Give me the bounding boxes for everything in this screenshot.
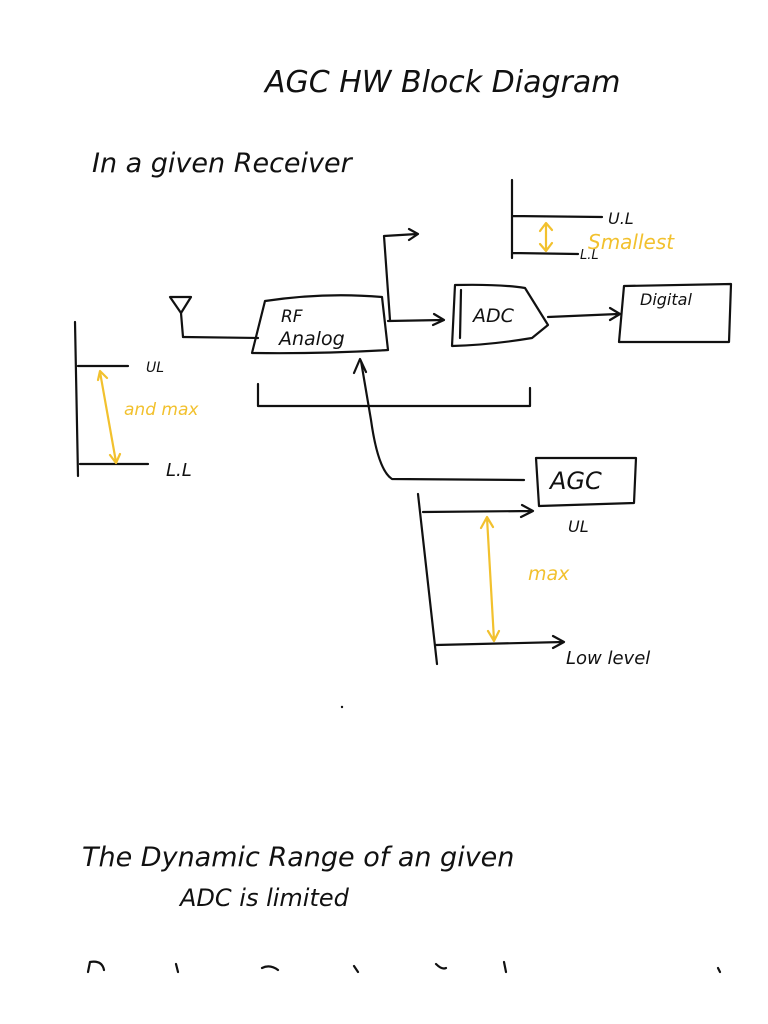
digital-block [617, 282, 733, 344]
top-right-upper-label: U.L [608, 209, 634, 228]
left-span-label: and max [124, 400, 199, 420]
agc-block [534, 456, 638, 508]
bottom-lower-label: Low level [566, 648, 650, 669]
top-right-level-graph [510, 178, 604, 260]
agc-label: AGC [548, 467, 602, 495]
adc-to-digital-link [546, 306, 622, 322]
digital-label: Digital [640, 290, 692, 309]
left-lower-label: L.L [166, 460, 192, 481]
rf-analog-block [250, 294, 390, 355]
rf-branch-up-arrow [382, 227, 420, 322]
diagram-title: AGC HW Block Diagram [263, 65, 621, 100]
feedback-bracket [256, 382, 532, 408]
rf-analog-label-line2: Analog [277, 328, 345, 350]
antenna-to-rf-wire [181, 335, 260, 340]
bottom-upper-label: UL [568, 517, 589, 536]
top-right-span-label: Smallest [588, 230, 675, 254]
footer-line-1: The Dynamic Range of an given [82, 842, 514, 873]
bottom-level-graph [416, 492, 566, 666]
rf-to-adc-arrow [386, 312, 446, 327]
adc-block [450, 283, 550, 348]
left-upper-label: UL [146, 360, 164, 376]
adc-label: ADC [471, 305, 515, 327]
antenna-icon [168, 295, 193, 339]
bottom-span-label: max [528, 563, 570, 585]
intro-text: In a given Receiver [92, 148, 354, 179]
agc-to-rf-feedback-arrow [352, 357, 526, 482]
left-level-graph [73, 320, 150, 478]
rf-analog-label-line1: RF [281, 307, 303, 327]
footer-line-2: ADC is limited [178, 884, 350, 912]
cutoff-handwriting [86, 960, 722, 974]
stray-ink-dot [340, 705, 344, 709]
top-right-lower-label: L.L [580, 248, 599, 263]
